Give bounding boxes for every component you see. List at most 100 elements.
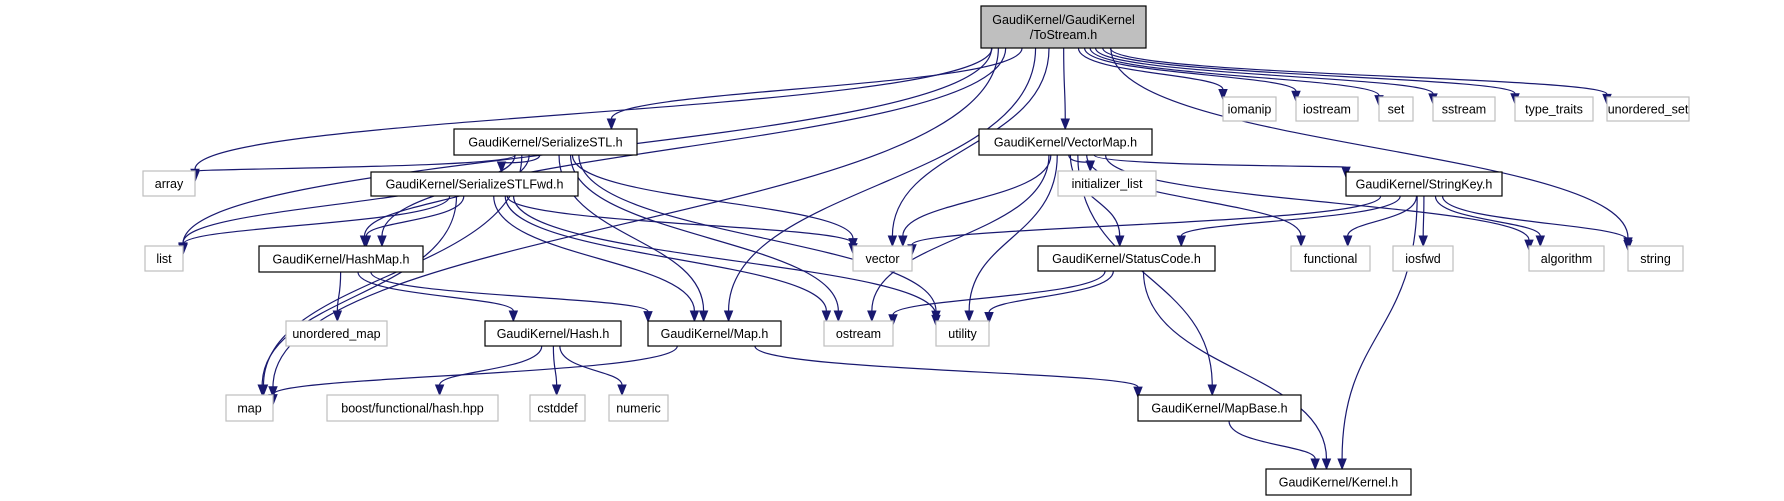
edge-serializestlfwd-to-map_h	[493, 195, 696, 312]
node-boost-hash: boost/functional/hash.hpp	[326, 394, 499, 422]
arrowhead-icon	[434, 384, 445, 397]
edge-statuscode-to-utility	[988, 270, 1114, 313]
edge-stringkey-to-vector	[911, 195, 1382, 246]
arrowhead-icon	[1524, 239, 1534, 252]
edge-root-to-map_h	[727, 47, 1037, 312]
node-hashmap[interactable]: GaudiKernel/HashMap.h	[258, 245, 424, 273]
node-algorithm: algorithm	[1528, 245, 1605, 272]
node-label: type_traits	[1525, 103, 1583, 117]
node-list: list	[144, 245, 184, 272]
node-box	[978, 128, 1153, 156]
edge-serializestl-to-hashmap	[363, 154, 530, 237]
edge-vectormap-to-algorithm	[1104, 154, 1530, 241]
node-label: /ToStream.h	[1030, 28, 1097, 42]
edge-statuscode-to-kernel	[1142, 270, 1328, 460]
node-label: map	[237, 402, 261, 416]
node-box	[1037, 245, 1216, 272]
node-box	[225, 394, 274, 422]
node-box	[326, 394, 499, 422]
node-box	[608, 394, 669, 422]
arrowhead-icon	[898, 235, 908, 248]
node-string: string	[1627, 245, 1684, 272]
node-box	[484, 320, 622, 347]
arrowhead-icon	[698, 310, 709, 323]
arrowhead-icon	[1291, 90, 1301, 103]
edge-root-to-unordered_set	[1109, 47, 1608, 95]
node-root[interactable]: GaudiKernel/GaudiKernel/ToStream.h	[980, 5, 1147, 49]
node-statuscode[interactable]: GaudiKernel/StatusCode.h	[1037, 245, 1216, 272]
node-serializestlfwd[interactable]: GaudiKernel/SerializeSTLFwd.h	[370, 171, 579, 197]
node-functional: functional	[1290, 245, 1371, 272]
edge-serializestl-to-map_h	[558, 154, 705, 312]
node-label: GaudiKernel/Map.h	[661, 327, 769, 341]
node-box	[980, 5, 1147, 49]
node-box	[823, 320, 894, 347]
node-label: GaudiKernel/MapBase.h	[1151, 402, 1287, 416]
node-label: algorithm	[1541, 252, 1592, 266]
node-box	[1606, 96, 1690, 122]
node-cstddef: cstddef	[529, 394, 586, 422]
arrowhead-icon	[332, 310, 343, 323]
node-label: unordered_map	[292, 327, 380, 341]
edge-root-to-vectormap	[1063, 47, 1066, 120]
arrowhead-icon	[821, 310, 832, 323]
arrowhead-icon	[606, 118, 617, 131]
arrowhead-icon	[1310, 458, 1320, 471]
node-label: array	[155, 177, 184, 191]
edge-root-to-vector	[891, 47, 1050, 237]
edge-root-to-type_traits	[1102, 47, 1516, 95]
node-label: iostream	[1303, 103, 1351, 117]
node-label: initializer_list	[1072, 177, 1143, 191]
node-box	[1378, 96, 1414, 122]
node-label: sstream	[1442, 103, 1486, 117]
node-label: list	[156, 252, 172, 266]
node-box	[1057, 170, 1157, 197]
node-box	[1137, 394, 1302, 422]
node-box	[1290, 245, 1371, 272]
arrowhead-icon	[1218, 89, 1228, 101]
node-unordered-set: unordered_set	[1606, 96, 1690, 122]
node-utility: utility	[935, 320, 990, 347]
node-map-h[interactable]: GaudiKernel/Map.h	[647, 320, 782, 347]
node-unordered-map: unordered_map	[285, 320, 388, 347]
node-hash[interactable]: GaudiKernel/Hash.h	[484, 320, 622, 347]
node-box	[647, 320, 782, 347]
node-iostream: iostream	[1295, 96, 1359, 122]
edge-serializestlfwd-to-utility	[512, 195, 937, 316]
node-mapbase[interactable]: GaudiKernel/MapBase.h	[1137, 394, 1302, 422]
edge-hashmap-to-map_h	[370, 271, 649, 313]
node-iomanip: iomanip	[1222, 96, 1277, 122]
node-set: set	[1378, 96, 1414, 122]
node-type-traits: type_traits	[1514, 96, 1594, 122]
edge-stringkey-to-algorithm	[1434, 195, 1541, 237]
node-kernel[interactable]: GaudiKernel/Kernel.h	[1265, 468, 1412, 496]
arrowhead-icon	[551, 384, 562, 397]
arrowhead-icon	[377, 235, 387, 248]
node-label: unordered_set	[1608, 103, 1689, 117]
edge-stringkey-to-statuscode	[1180, 195, 1401, 237]
node-label: GaudiKernel/GaudiKernel	[992, 13, 1134, 27]
edge-statuscode-to-ostream	[892, 270, 1106, 316]
node-label: vector	[865, 252, 899, 266]
arrowhead-icon	[361, 235, 372, 248]
edge-stringkey-to-string	[1441, 195, 1629, 241]
node-label: boost/functional/hash.hpp	[341, 402, 484, 416]
arrowhead-icon	[984, 312, 994, 324]
edge-root-to-iostream	[1083, 47, 1297, 92]
edge-hashmap-to-unordered_map	[336, 271, 342, 312]
edge-serializestlfwd-to-map	[261, 195, 458, 386]
edge-hash-to-numeric	[559, 345, 623, 386]
node-label: ostream	[836, 327, 881, 341]
node-stringkey[interactable]: GaudiKernel/StringKey.h	[1345, 171, 1503, 197]
edge-stringkey-to-iosfwd	[1422, 195, 1425, 237]
node-box	[285, 320, 388, 347]
node-vectormap[interactable]: GaudiKernel/VectorMap.h	[978, 128, 1153, 156]
node-box	[1222, 96, 1277, 122]
edge-stringkey-to-functional	[1347, 195, 1418, 237]
node-label: functional	[1304, 252, 1358, 266]
node-serializestl[interactable]: GaudiKernel/SerializeSTL.h	[453, 128, 638, 156]
arrowhead-icon	[1337, 458, 1347, 471]
edge-hash-to-boost_hash	[439, 345, 543, 386]
node-label: GaudiKernel/Hash.h	[497, 327, 610, 341]
arrowhead-icon	[887, 235, 898, 248]
